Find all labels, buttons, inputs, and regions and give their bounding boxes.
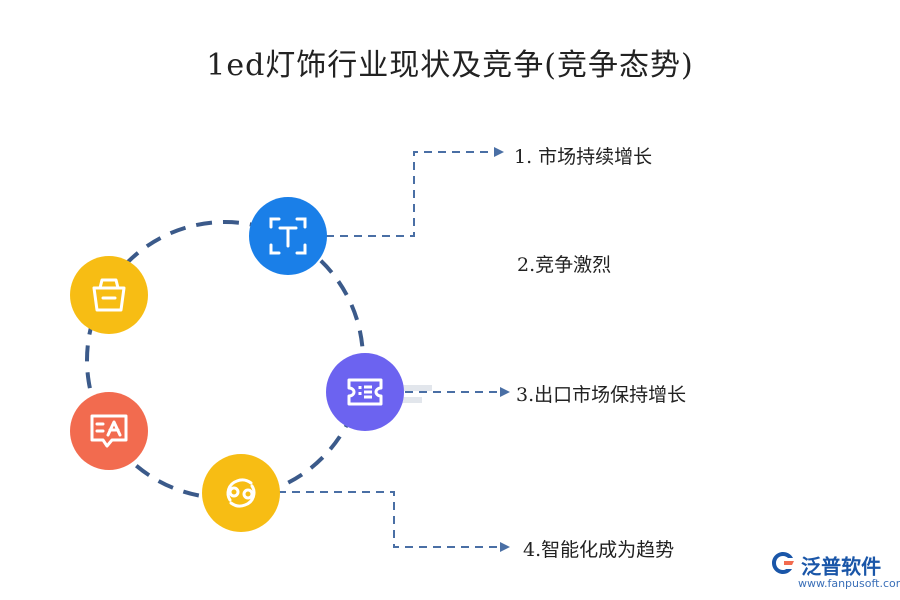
text-frame-icon xyxy=(249,197,327,275)
arrowhead-4 xyxy=(500,542,510,552)
basket-icon xyxy=(70,256,148,334)
page-title: 1ed灯饰行业现状及竞争(竞争态势) xyxy=(206,48,694,83)
brand-mark-icon xyxy=(770,550,796,580)
item-label-4: 4.智能化成为趋势 xyxy=(523,539,675,561)
item-label-1: 1. 市场持续增长 xyxy=(514,146,653,168)
brand-url: www.fanpusoft.com xyxy=(798,577,900,590)
ticket-icon xyxy=(326,353,404,431)
connector-1 xyxy=(326,151,500,237)
item-label-3: 3.出口市场保持增长 xyxy=(516,384,687,406)
arrowhead-1 xyxy=(494,147,504,157)
brand-name: 泛普软件 xyxy=(801,554,882,579)
arrowhead-3 xyxy=(500,387,510,397)
item-label-2: 2.竞争激烈 xyxy=(517,254,612,276)
translate-icon xyxy=(70,392,148,470)
refresh-icon xyxy=(202,454,280,532)
brand-logo: 泛普软件 www.fanpusoft.com xyxy=(770,550,900,590)
connector-4 xyxy=(278,491,505,548)
